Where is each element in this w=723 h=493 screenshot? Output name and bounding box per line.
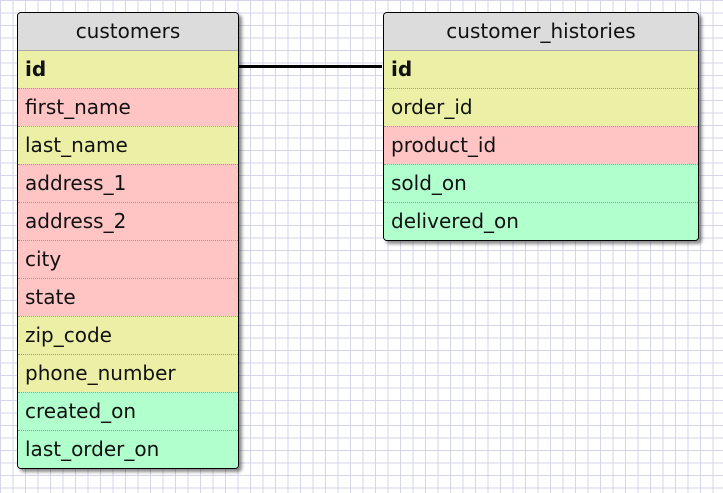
field-row[interactable]: delivered_on — [384, 202, 698, 240]
table-title: customers — [18, 13, 238, 51]
field-row[interactable]: last_name — [18, 126, 238, 164]
table-title: customer_histories — [384, 13, 698, 51]
field-row[interactable]: created_on — [18, 392, 238, 430]
field-row[interactable]: last_order_on — [18, 430, 238, 468]
field-row[interactable]: id — [384, 51, 698, 88]
field-row[interactable]: order_id — [384, 88, 698, 126]
field-row[interactable]: state — [18, 278, 238, 316]
field-row[interactable]: city — [18, 240, 238, 278]
field-row[interactable]: address_2 — [18, 202, 238, 240]
relation-line — [238, 65, 382, 68]
field-row[interactable]: first_name — [18, 88, 238, 126]
field-row[interactable]: phone_number — [18, 354, 238, 392]
field-row[interactable]: zip_code — [18, 316, 238, 354]
field-row[interactable]: id — [18, 51, 238, 88]
field-row[interactable]: product_id — [384, 126, 698, 164]
field-row[interactable]: address_1 — [18, 164, 238, 202]
field-row[interactable]: sold_on — [384, 164, 698, 202]
